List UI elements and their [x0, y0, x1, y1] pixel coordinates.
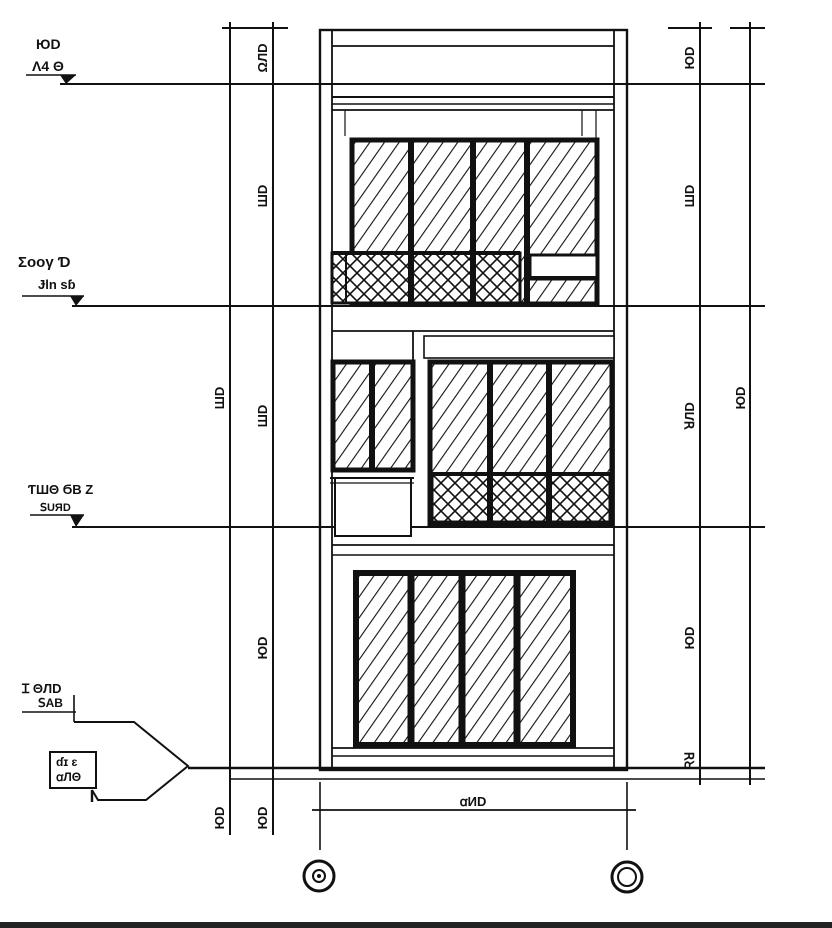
level-marker-second-floor: ƬШΘ ϬB Z ꓢUЯD — [28, 482, 93, 527]
inner-right-dim-1: ЮD — [682, 47, 697, 70]
level-marker-ground: Ɪ ΘЛD ꓢAB — [21, 681, 76, 722]
top-floor-balcony-railing — [330, 251, 522, 305]
outer-right-dimension-labels: ЮD — [733, 387, 748, 410]
grid-axis-a — [302, 859, 336, 893]
bottom-border — [0, 922, 832, 928]
second-floor-balcony-railing — [430, 472, 612, 524]
inner-left-dim-2: ШD — [255, 185, 270, 207]
second-floor-left-window — [330, 331, 416, 537]
inner-right-dim-5: Ꝛꓤ — [682, 752, 697, 770]
inner-left-dim-5: ЮD — [255, 807, 270, 830]
inner-right-dim-4: ЮD — [682, 627, 697, 650]
outer-left-dim-1: ШD — [212, 387, 227, 409]
level-marker-roof: ЮD Λ4 Θ — [26, 36, 76, 84]
level-marker-ground-line1: Ɪ ΘЛD — [21, 681, 61, 696]
ground-tag-callout: ɗɪ ɛ ꭤЛΘ — [49, 721, 190, 802]
level-marker-second-line1: ƬШΘ ϬB Z — [28, 482, 93, 497]
level-marker-second-line2: ꓢUЯD — [40, 502, 71, 514]
level-marker-third-line1: Σooγ Ɗ — [18, 254, 70, 271]
ground-floor-window — [353, 570, 576, 748]
level-marker-ground-line2: ꓢAB — [38, 696, 63, 710]
outer-left-dim-2: ЮD — [212, 807, 227, 830]
level-marker-third-floor: Σooγ Ɗ Ɉln sɓ — [18, 254, 84, 306]
inner-left-dim-3: ШD — [255, 405, 270, 427]
inner-right-dim-3: ꓤЛD — [682, 402, 697, 431]
outer-left-dimension-labels: ШD ЮD — [212, 387, 227, 830]
inner-left-dim-4: ЮD — [255, 637, 270, 660]
dimension-lines — [222, 22, 765, 835]
inner-left-dim-1: ΩЛD — [255, 44, 270, 73]
level-marker-roof-line2: Λ4 Θ — [32, 58, 64, 74]
outer-right-dim-1: ЮD — [733, 387, 748, 410]
grid-axis-b — [610, 860, 644, 894]
level-marker-roof-line1: ЮD — [36, 36, 61, 52]
floor-level-lines — [60, 83, 765, 780]
inner-right-dim-2: ШD — [682, 185, 697, 207]
ground-tag-line2: ꭤЛΘ — [56, 770, 81, 784]
bottom-width-label: ꭤИD — [460, 794, 487, 809]
bottom-width-dimension: ꭤИD — [312, 782, 636, 850]
level-marker-third-line2: Ɉln sɓ — [38, 277, 76, 292]
inner-right-dimension-labels: ЮD ШD ꓤЛD ЮD Ꝛꓤ — [682, 47, 697, 770]
facade-outline — [318, 28, 629, 772]
ground-tag-line1: ɗɪ ɛ — [56, 755, 78, 769]
inner-left-dimension-labels: ΩЛD ШD ШD ЮD ЮD — [255, 44, 270, 830]
